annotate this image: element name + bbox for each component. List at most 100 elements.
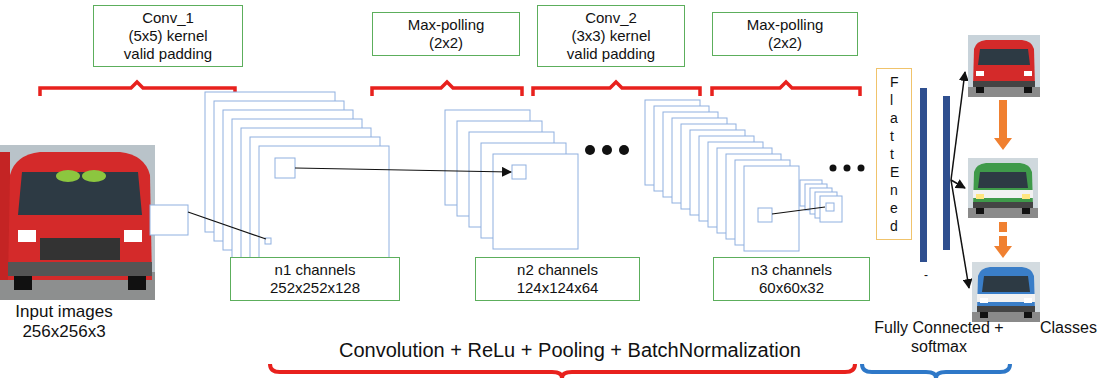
class-photo (980, 298, 988, 303)
feature-maps (820, 196, 842, 222)
layer-label: n2 channels 124x124x64 (506, 261, 610, 297)
ellipsis-dots (830, 165, 837, 172)
layer-label: Max-polling (2x2) (398, 16, 494, 52)
section-brackets (270, 364, 855, 378)
class-photo (968, 158, 1038, 218)
class-photo (968, 158, 1038, 218)
class-photo (973, 81, 1035, 87)
input-photo (150, 205, 188, 235)
input-photo (0, 145, 188, 300)
top-brackets (533, 82, 700, 96)
layer-label: n1 channels 252x252x128 (263, 261, 367, 297)
class-photo (1024, 298, 1032, 303)
order-arrows (999, 222, 1007, 232)
receptive-field-lines (188, 212, 266, 239)
feature-maps (744, 166, 799, 251)
section-brackets (862, 364, 1010, 378)
ellipsis-dots (844, 165, 851, 172)
class-photo (968, 35, 1040, 97)
input-photo (40, 238, 120, 260)
class-arrows (951, 180, 965, 188)
layer-label: Conv_2 (542, 9, 680, 27)
class-photo (976, 208, 984, 214)
layer-label: Conv_1 (98, 9, 238, 27)
section-brackets (270, 364, 1010, 378)
layer-box: n2 channels 124x124x64 (475, 257, 640, 301)
layer-box: Max-polling (2x2) (372, 12, 520, 56)
class-photo (978, 172, 1028, 188)
top-brackets (712, 82, 860, 96)
class-photo (976, 194, 984, 199)
class-photo (977, 267, 1035, 312)
class-photo (982, 276, 1030, 292)
class-photo (972, 262, 1040, 322)
class-arrows (951, 72, 969, 288)
top-brackets (372, 82, 522, 96)
input-photo (14, 276, 32, 290)
class-photo (968, 208, 1038, 218)
class-photo (977, 294, 1035, 302)
caption-label: Fully Connected + softmax (872, 318, 1006, 356)
flatten-label: FlattEned (890, 73, 892, 235)
input-photo (82, 170, 106, 182)
receptive-field-lines (772, 207, 825, 214)
top-brackets (40, 82, 860, 96)
class-photo (973, 40, 1035, 87)
dense-layers (920, 88, 927, 262)
class-arrows (951, 180, 969, 288)
flatten-box: FlattEned (876, 68, 912, 240)
dense-layers (943, 96, 950, 250)
class-photo (973, 190, 1033, 198)
dense-layers (920, 88, 950, 262)
layer-label: n3 channels 60x60x32 (740, 261, 844, 297)
order-arrows (999, 236, 1007, 246)
caption-label: Input images 256x256x3 (2, 302, 126, 343)
input-photo (56, 170, 80, 182)
class-photo (976, 71, 984, 76)
input-photo (0, 145, 155, 300)
feature-maps (758, 208, 772, 222)
input-photo (18, 230, 36, 242)
ellipsis-dots (585, 145, 865, 172)
class-photo (977, 306, 1035, 312)
feature-maps (512, 165, 526, 179)
class-photo (1024, 71, 1032, 76)
layer-box: n1 channels 252x252x128 (230, 257, 400, 301)
class-photo (978, 49, 1030, 65)
class-photo (976, 87, 984, 93)
class-photo (973, 163, 1033, 208)
class-photo (968, 35, 1040, 97)
caption-label: Convolution + ReLu + Pooling + BatchNorm… (285, 338, 855, 362)
class-photo (968, 87, 1040, 97)
input-photo (8, 152, 152, 280)
ellipsis-dots (602, 145, 612, 155)
input-photo (124, 230, 142, 242)
layer-label: (5x5) kernel valid padding (118, 27, 218, 63)
order-arrows (994, 100, 1012, 258)
caption-label: Classes (1040, 318, 1104, 337)
class-photo (1022, 194, 1030, 199)
class-arrows (951, 72, 965, 180)
receptive-field-lines (295, 168, 511, 172)
order-arrows (994, 246, 1012, 258)
class-photo (980, 312, 988, 318)
class-photo (973, 202, 1033, 208)
layer-box: Max-polling (2x2) (712, 12, 858, 56)
layer-box: Conv_1(5x5) kernel valid padding (93, 5, 243, 67)
order-arrows (994, 100, 1012, 150)
class-photo (1024, 312, 1032, 318)
class-photo (972, 262, 1040, 322)
feature-maps (826, 203, 834, 211)
layer-label: Max-polling (2x2) (737, 16, 833, 52)
ellipsis-dots (585, 145, 595, 155)
input-photo (128, 276, 146, 290)
input-photo (8, 262, 152, 276)
class-photo (1024, 87, 1032, 93)
layer-box: Conv_2(3x3) kernel valid padding (537, 5, 685, 67)
ellipsis-dots (619, 145, 629, 155)
layer-box: n3 channels 60x60x32 (713, 257, 870, 301)
feature-maps (493, 154, 578, 249)
receptive-field-lines (188, 168, 825, 239)
ellipsis-dots (858, 165, 865, 172)
